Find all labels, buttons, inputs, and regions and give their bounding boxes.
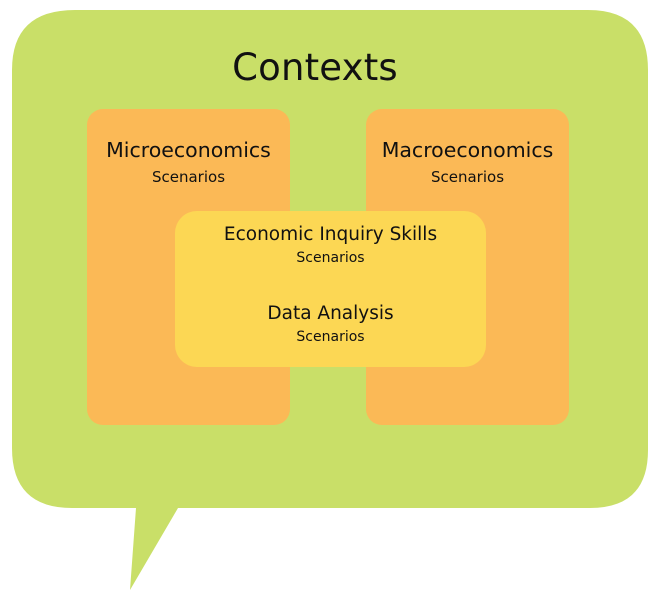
economic-inquiry-heading: Economic Inquiry Skills xyxy=(223,224,438,245)
microeconomics-heading: Microeconomics xyxy=(106,138,271,162)
economic-inquiry-subtitle: Scenarios xyxy=(296,250,365,266)
macroeconomics-heading: Macroeconomics xyxy=(381,138,554,162)
macroeconomics-subtitle: Scenarios xyxy=(430,168,505,186)
data-analysis-heading: Data Analysis xyxy=(267,303,394,324)
data-analysis-subtitle: Scenarios xyxy=(296,329,365,345)
skills-box: Economic Inquiry Skills Scenarios Data A… xyxy=(175,211,486,367)
microeconomics-subtitle: Scenarios xyxy=(151,168,226,186)
diagram-title: Contexts xyxy=(232,46,398,89)
